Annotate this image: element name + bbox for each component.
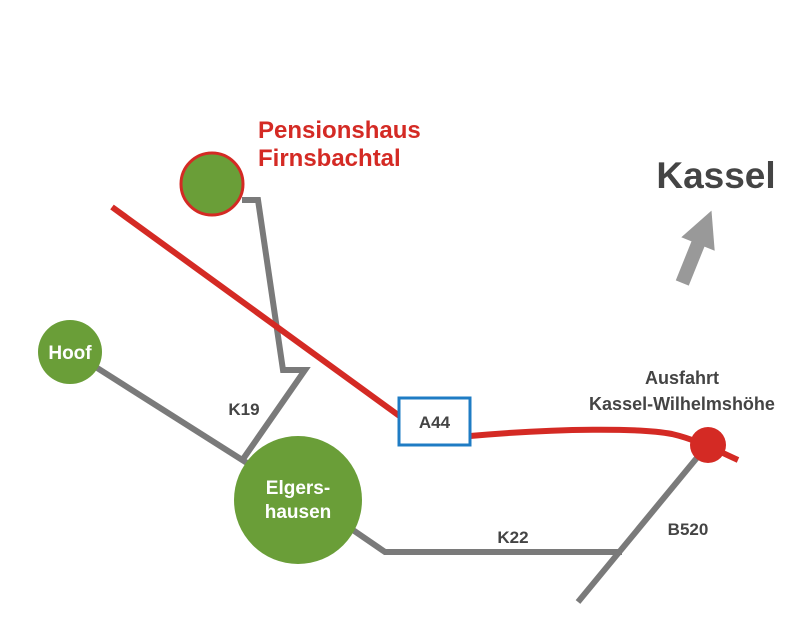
motorway-a44-west: [110, 204, 407, 423]
road-b520-label: B520: [668, 520, 709, 539]
road-k19: [238, 197, 311, 464]
a44-shield: [397, 396, 472, 447]
town-elgershausen-marker[interactable]: [234, 436, 362, 564]
road-k22: [348, 525, 622, 555]
town-elgershausen-label-line1: Elgers-: [266, 478, 330, 499]
road-k19-label: K19: [228, 400, 259, 419]
exit-label-line1: Ausfahrt: [645, 368, 719, 388]
a44-shield-label: A44: [419, 413, 451, 432]
exit-label-line2: Kassel-Wilhelmshöhe: [589, 394, 775, 414]
town-elgershausen-label-line2: hausen: [265, 502, 332, 523]
road-hoof-elgershausen: [70, 349, 260, 473]
pension-marker[interactable]: [179, 151, 245, 217]
exit-marker[interactable]: [690, 427, 726, 463]
town-hoof-label: Hoof: [48, 343, 92, 364]
pension-label-line1: Pensionshaus: [258, 117, 421, 144]
pension-label-line2: Firnsbachtal: [258, 145, 401, 172]
road-b520: [575, 446, 708, 604]
arrow-up-right-icon: [675, 210, 715, 286]
town-hoof-marker[interactable]: [38, 320, 102, 384]
road-k22-label: K22: [497, 528, 528, 547]
city-kassel-label: Kassel: [656, 155, 775, 196]
